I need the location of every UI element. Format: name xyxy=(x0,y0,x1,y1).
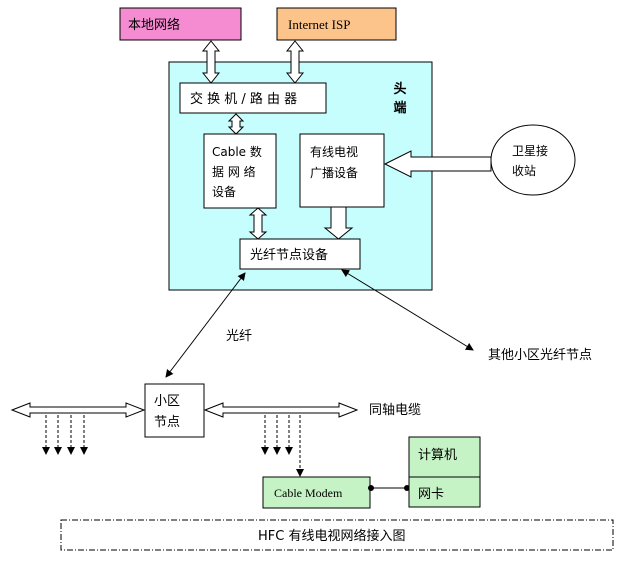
headend-label-2: 端 xyxy=(393,100,406,116)
caption-box xyxy=(60,519,614,551)
cable-data-line-2: 据 网 络 xyxy=(212,164,256,179)
left-drop-lines xyxy=(45,415,85,448)
other-nodes-label: 其他小区光纤节点 xyxy=(488,348,592,363)
catv-broadcast-box xyxy=(299,133,385,208)
internet-isp-box xyxy=(276,7,397,41)
right-drop-lines xyxy=(264,415,301,470)
cable-data-line-1: Cable 数 xyxy=(212,144,262,159)
computer-label: 计算机 xyxy=(418,448,457,463)
cable-modem-label: Cable Modem xyxy=(274,486,343,500)
local-network-label: 本地网络 xyxy=(128,17,180,33)
modem-link-dot xyxy=(368,485,374,491)
left-drop-arrowheads xyxy=(42,447,88,455)
satellite-to-catv-arrow xyxy=(383,150,492,178)
headend-label-1: 头 xyxy=(393,81,406,97)
internet-isp-label: Internet ISP xyxy=(288,17,350,32)
fiber-node-label: 光纤节点设备 xyxy=(250,247,328,263)
cable-data-box xyxy=(203,133,277,209)
fiber-node-box xyxy=(239,238,361,270)
left-coax-arrow xyxy=(10,402,146,418)
cable-data-line-3: 设备 xyxy=(212,185,236,199)
cell-node-box xyxy=(144,383,205,438)
right-drop-arrowheads xyxy=(261,447,304,477)
nic-label: 网卡 xyxy=(418,487,444,502)
switch-router-label: 交 换 机 / 路 由 器 xyxy=(190,91,297,107)
catv-to-fiber-arrow xyxy=(323,206,354,240)
fiber-label: 光纤 xyxy=(226,329,252,344)
computer-box xyxy=(408,436,481,508)
local-network-box xyxy=(119,7,242,41)
satellite-station xyxy=(490,124,576,196)
caption: HFC 有线电视网络接入图 xyxy=(258,528,405,544)
satellite-line-1: 卫星接 xyxy=(512,143,548,158)
cell-node-line-2: 节点 xyxy=(154,415,180,430)
switch-router-box xyxy=(179,82,327,114)
catv-line-2: 广播设备 xyxy=(310,166,358,180)
right-coax-arrow xyxy=(203,402,359,418)
catv-line-1: 有线电视 xyxy=(310,144,358,159)
other-nodes-line xyxy=(341,269,474,351)
coax-label: 同轴电缆 xyxy=(369,402,421,418)
cell-node-line-1: 小区 xyxy=(154,394,180,409)
fiber-line xyxy=(165,272,246,378)
satellite-line-2: 收站 xyxy=(512,164,536,178)
cable-modem-box xyxy=(262,476,371,509)
